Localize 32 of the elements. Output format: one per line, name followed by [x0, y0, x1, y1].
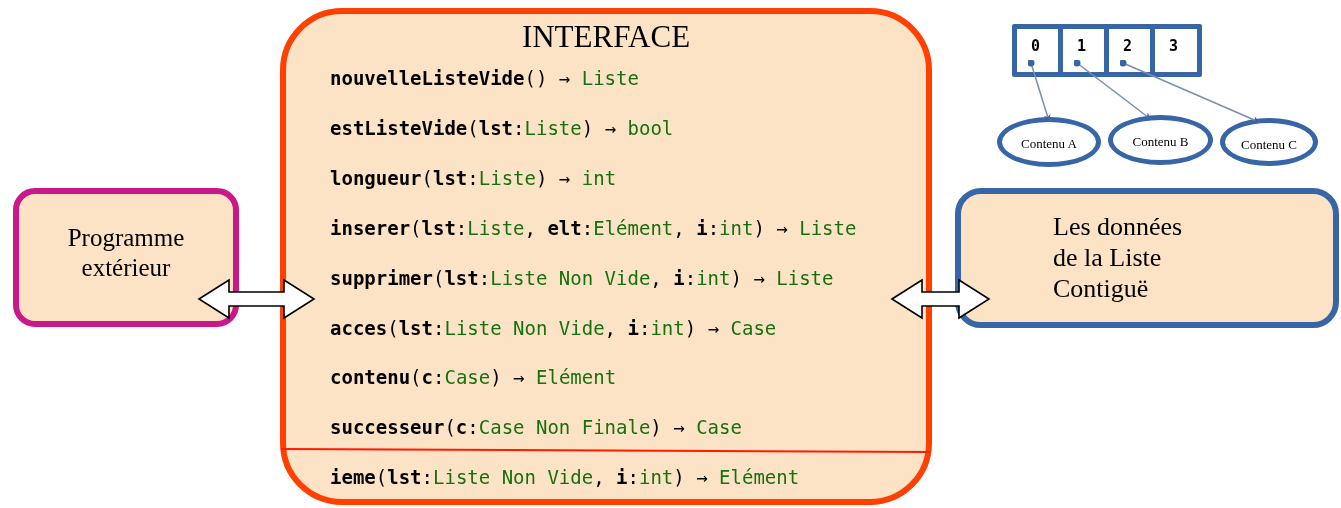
interface-panel: [280, 8, 932, 505]
function-signature: longueur(lst:Liste) → int: [330, 165, 617, 190]
index-number: 1: [1077, 37, 1087, 55]
content-label: Contenu B: [1131, 134, 1190, 150]
index-number: 0: [1031, 37, 1041, 55]
program-label: Programme extérieur: [66, 223, 186, 283]
index-number: 2: [1123, 37, 1133, 55]
content-label: Contenu C: [1240, 137, 1298, 153]
data-label: Les données de la Liste Contiguë: [1053, 211, 1184, 304]
array-box: [1012, 24, 1202, 77]
function-signature: nouvelleListeVide() → Liste: [330, 66, 639, 90]
function-signature: ieme(lst:Liste Non Vide, i:int) → Elément: [330, 465, 800, 490]
function-signature: supprimer(lst:Liste Non Vide, i:int) → Liste: [330, 265, 834, 290]
content-label: Contenu A: [1020, 136, 1078, 152]
interface-title: INTERFACE: [520, 19, 692, 55]
double-arrow: [890, 278, 991, 320]
pointer-arrow: [1027, 59, 1051, 122]
program-box: [13, 188, 239, 327]
array-cell: [1063, 29, 1104, 72]
function-signature: successeur(c:Case Non Finale) → Case: [330, 415, 742, 440]
data-box: [955, 188, 1339, 328]
index-number: 3: [1169, 37, 1179, 55]
function-signature: contenu(c:Case) → Elément: [330, 365, 617, 390]
pointer-arrow: [1073, 59, 1152, 120]
double-arrow: [197, 278, 316, 320]
array-cell: [1017, 29, 1058, 72]
function-signature: estListeVide(lst:Liste) → bool: [330, 115, 674, 140]
function-signature: acces(lst:Liste Non Vide, i:int) → Case: [330, 315, 777, 340]
array-cell: [1155, 29, 1197, 72]
array-cell: [1109, 29, 1150, 72]
pointer-arrow: [1119, 59, 1260, 123]
function-signature: inserer(lst:Liste, elt:Elément, i:int) → Liste: [330, 215, 857, 240]
